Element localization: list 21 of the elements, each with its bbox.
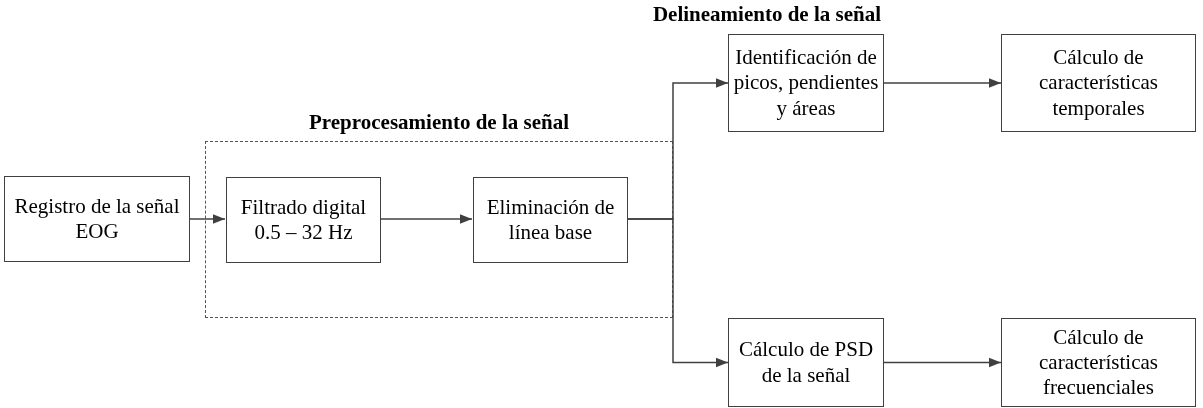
box-text: Cálculo de características temporales — [1038, 45, 1159, 121]
arrow — [626, 218, 729, 368]
process-box — [1001, 34, 1196, 132]
box-text: Cálculo de características frecuenciales — [1038, 324, 1159, 401]
box-text: Eliminación de línea base — [485, 194, 616, 246]
process-box — [226, 177, 381, 263]
process-box — [473, 177, 628, 263]
arrow — [379, 214, 473, 224]
process-box — [1001, 318, 1196, 407]
box-text: Filtrado digital 0.5 – 32 Hz — [239, 194, 368, 246]
process-box — [4, 176, 190, 262]
box-text: Registro de la señal EOG — [13, 193, 181, 245]
arrow — [883, 357, 1002, 368]
arrow — [189, 214, 226, 224]
section-heading: Delineamiento de la señal — [651, 2, 883, 27]
box-text: Identificación de picos, pendientes y áreas — [732, 45, 880, 121]
group-title: Preprocesamiento de la señal — [308, 110, 570, 135]
process-box — [728, 34, 884, 132]
process-box — [728, 318, 884, 407]
box-text: Cálculo de PSD de la señal — [737, 337, 875, 388]
arrow — [883, 78, 1002, 88]
